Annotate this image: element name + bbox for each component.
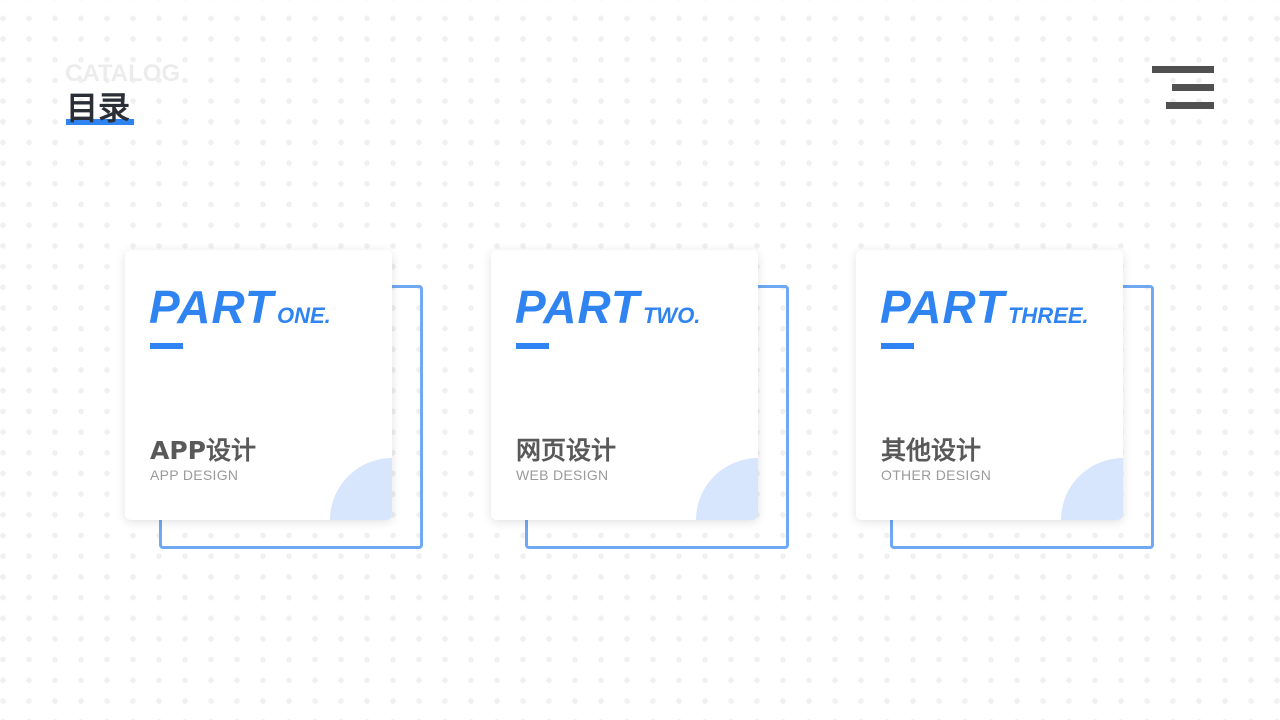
decorative-quarter-circle	[1061, 458, 1123, 520]
catalog-label-en: CATALOG	[65, 60, 181, 87]
item-title-en: WEB DESIGN	[516, 467, 609, 483]
part-number: THREE.	[1007, 303, 1089, 328]
accent-bar	[516, 343, 549, 349]
heading-underline	[66, 119, 134, 125]
catalog-title: 目录	[66, 89, 131, 127]
accent-bar	[881, 343, 914, 349]
menu-line-1	[1152, 66, 1214, 73]
item-title-cn: APP设计	[150, 436, 256, 465]
catalog-heading: 目录	[66, 88, 134, 128]
item-title-cn: 网页设计	[516, 436, 617, 465]
part-number: ONE.	[276, 303, 331, 328]
item-title-en: APP DESIGN	[150, 467, 239, 483]
decorative-quarter-circle	[330, 458, 392, 520]
menu-line-3	[1166, 102, 1214, 109]
part-word: PART	[515, 281, 640, 333]
item-title-cn: 其他设计	[881, 436, 982, 465]
part-number: TWO.	[642, 303, 701, 328]
item-title-en: OTHER DESIGN	[881, 467, 992, 483]
accent-bar	[150, 343, 183, 349]
part-word: PART	[149, 281, 274, 333]
part-word: PART	[880, 281, 1005, 333]
hamburger-menu-icon[interactable]	[1152, 66, 1214, 110]
menu-line-2	[1172, 84, 1214, 91]
decorative-quarter-circle	[696, 458, 758, 520]
